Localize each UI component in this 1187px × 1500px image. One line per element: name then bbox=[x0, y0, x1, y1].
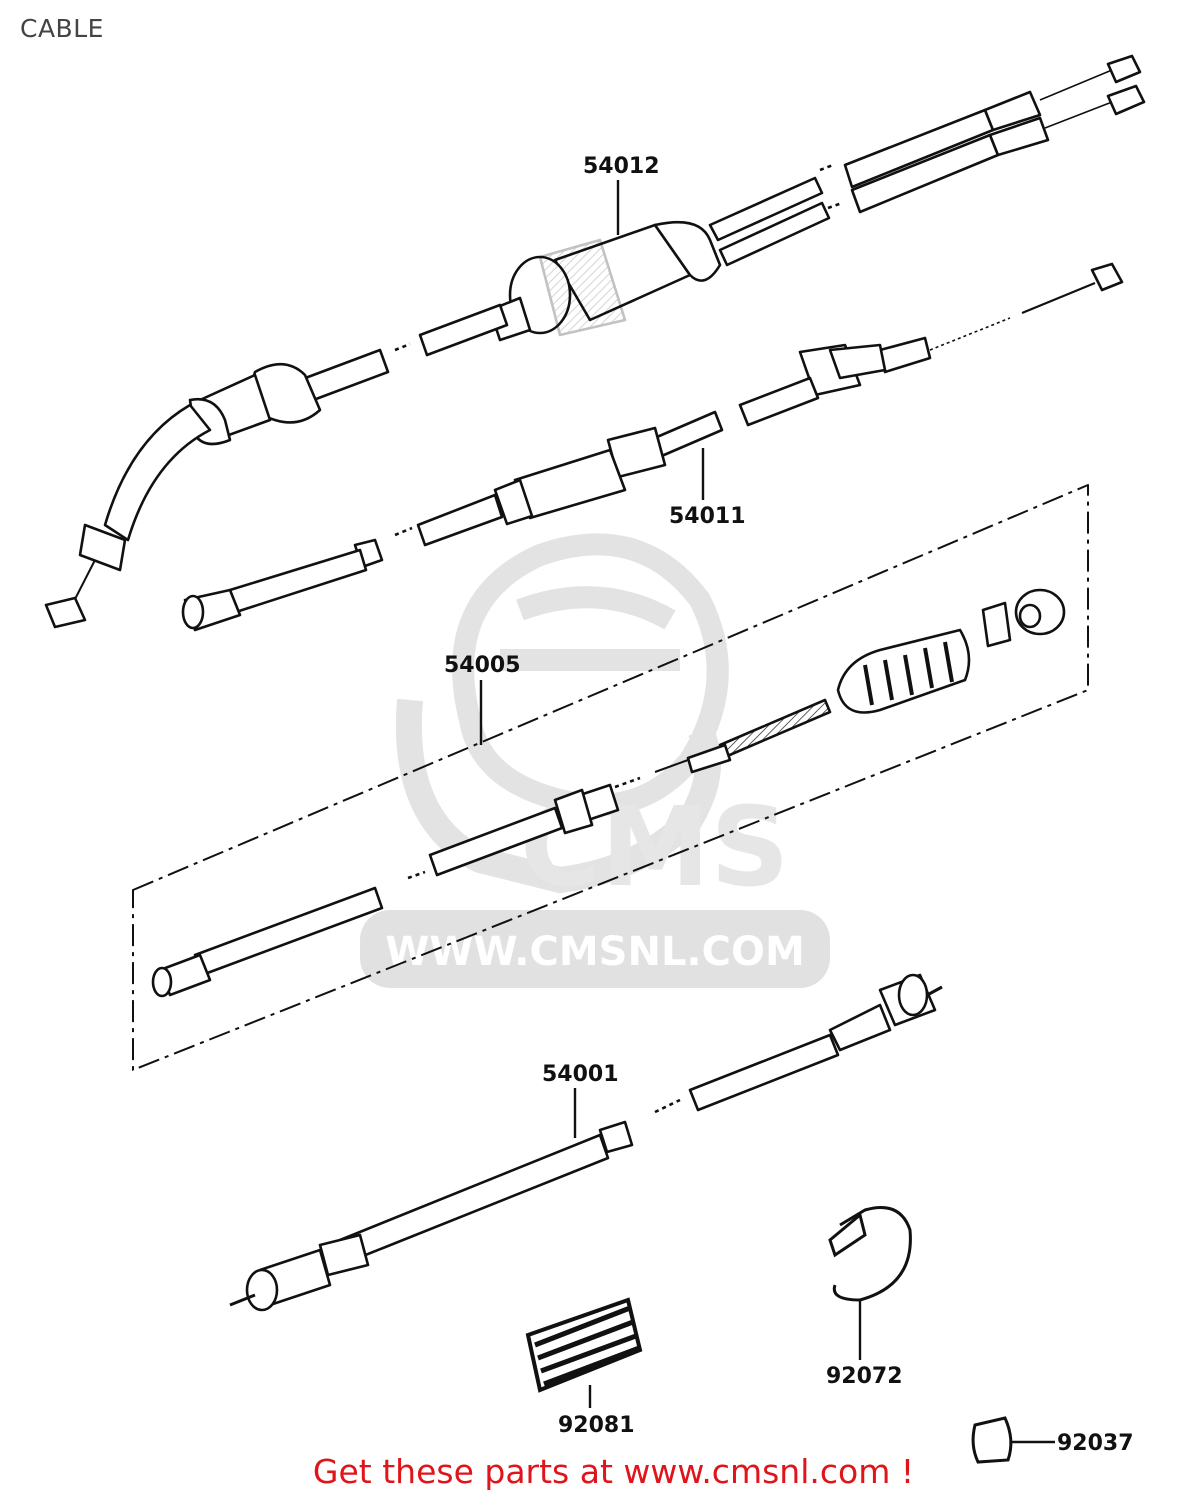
leader-lines bbox=[479, 180, 1055, 1444]
watermark-url-band bbox=[360, 910, 830, 988]
choke-cable-drawing bbox=[181, 262, 1124, 632]
part-label-54012[interactable]: 54012 bbox=[583, 154, 660, 179]
part-label-92072[interactable]: 92072 bbox=[826, 1364, 903, 1389]
footer-link[interactable]: Get these parts at www.cmsnl.com ! bbox=[0, 1452, 1187, 1491]
throttle-cable-drawing bbox=[44, 54, 1146, 629]
clutch-set-outline bbox=[132, 484, 1089, 1071]
speedometer-cable-drawing bbox=[229, 973, 943, 1312]
part-label-92037[interactable]: 92037 bbox=[1057, 1431, 1134, 1456]
clutch-cable-drawing bbox=[132, 484, 1089, 1071]
watermark-logo: CMS WWW.CMSNL.COM bbox=[360, 533, 830, 988]
part-label-54011[interactable]: 54011 bbox=[669, 504, 746, 529]
cable-clamp-drawing bbox=[828, 1206, 912, 1302]
part-label-54005[interactable]: 54005 bbox=[444, 653, 521, 678]
page-title: CABLE bbox=[20, 14, 104, 43]
watermark-url: WWW.CMSNL.COM bbox=[385, 929, 805, 975]
part-label-92081[interactable]: 92081 bbox=[558, 1413, 635, 1438]
clip-drawing bbox=[971, 1416, 1013, 1464]
footer-text[interactable]: Get these parts at www.cmsnl.com ! bbox=[312, 1452, 915, 1491]
part-label-54001[interactable]: 54001 bbox=[542, 1062, 619, 1087]
spring-drawing bbox=[525, 1297, 643, 1393]
